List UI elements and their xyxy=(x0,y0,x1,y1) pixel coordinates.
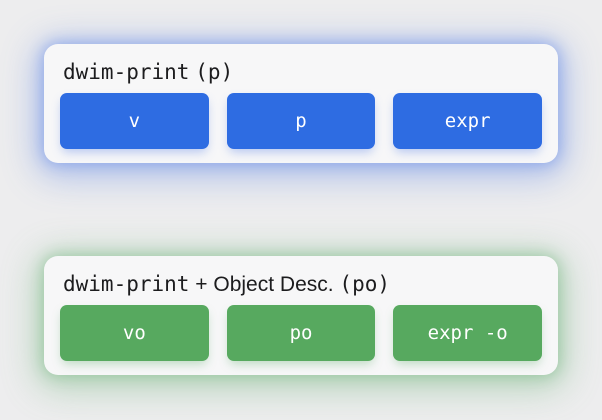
title-plain-text: + Object Desc. xyxy=(189,273,340,296)
command-button-p[interactable]: p xyxy=(226,93,376,149)
command-button-vo[interactable]: vo xyxy=(60,305,209,361)
command-button-po[interactable]: po xyxy=(226,305,376,361)
command-button-row: v p expr xyxy=(60,93,543,149)
title-code-suffix: (po) xyxy=(339,272,390,296)
card-title-dwim-print-object-desc: dwim-print + Object Desc. (po) xyxy=(63,271,542,298)
title-code-prefix: dwim-print xyxy=(63,272,190,296)
card-dwim-print: dwim-print (p) v p expr xyxy=(44,44,558,163)
command-button-expr-o[interactable]: expr -o xyxy=(393,305,543,361)
command-button-expr[interactable]: expr xyxy=(393,93,543,149)
card-dwim-print-object-desc: dwim-print + Object Desc. (po) vo po exp… xyxy=(44,256,558,375)
card-title-dwim-print: dwim-print (p) xyxy=(63,59,542,86)
title-code-suffix: (p) xyxy=(195,60,234,84)
command-button-row: vo po expr -o xyxy=(60,305,543,361)
command-button-v[interactable]: v xyxy=(60,93,209,149)
title-code-prefix: dwim-print xyxy=(63,60,190,84)
